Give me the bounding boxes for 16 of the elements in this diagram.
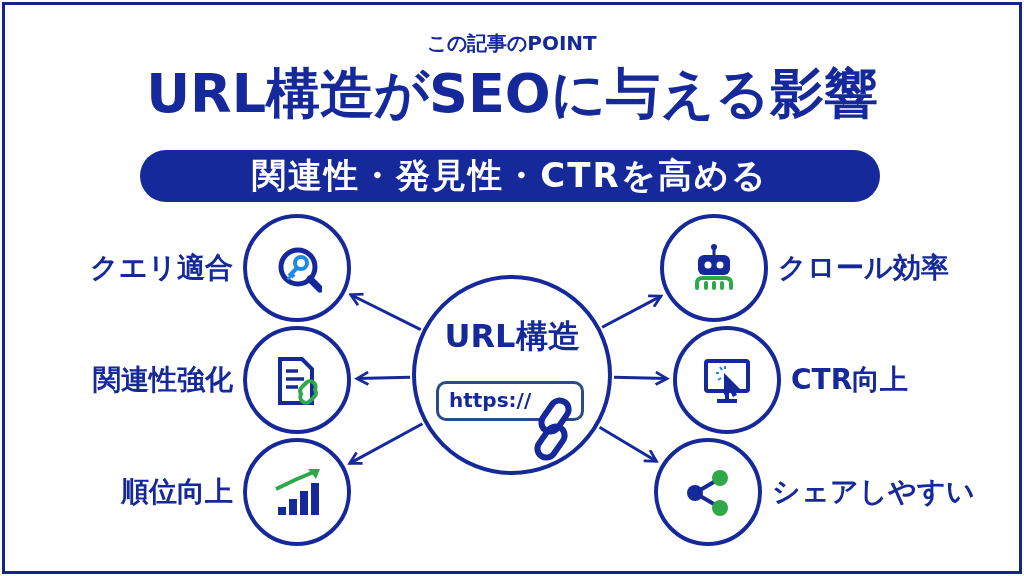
benefit-label: シェアしやすい xyxy=(772,474,975,510)
benefit-label: CTR向上 xyxy=(791,362,909,398)
arrow xyxy=(355,370,411,386)
benefit-label: クロール効率 xyxy=(778,250,949,286)
arrow xyxy=(613,370,669,386)
benefit-label: クエリ適合 xyxy=(90,250,233,286)
title: URL構造がSEOに与える影響 xyxy=(145,62,879,126)
hub-title: URL構造 xyxy=(443,316,581,357)
benefit-label: 関連性強化 xyxy=(93,362,233,398)
benefit-label: 順位向上 xyxy=(121,474,233,510)
arrow xyxy=(601,294,663,329)
arrow xyxy=(349,292,422,331)
kicker-text: この記事のPOINT xyxy=(426,30,598,57)
arrow xyxy=(348,422,424,465)
banner: 関連性・発見性・CTRを高める xyxy=(140,150,880,202)
arrow xyxy=(598,426,658,463)
